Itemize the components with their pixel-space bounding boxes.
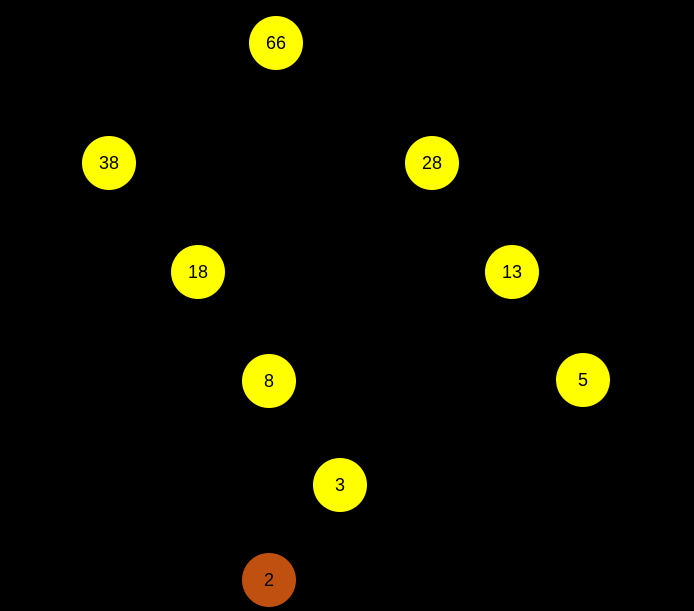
node-8: 8 bbox=[242, 354, 296, 408]
node-66: 66 bbox=[249, 16, 303, 70]
node-2-highlighted: 2 bbox=[242, 553, 296, 607]
node-3: 3 bbox=[313, 458, 367, 512]
node-13: 13 bbox=[485, 245, 539, 299]
node-38: 38 bbox=[82, 136, 136, 190]
node-18: 18 bbox=[171, 245, 225, 299]
node-28: 28 bbox=[405, 136, 459, 190]
node-5: 5 bbox=[556, 353, 610, 407]
